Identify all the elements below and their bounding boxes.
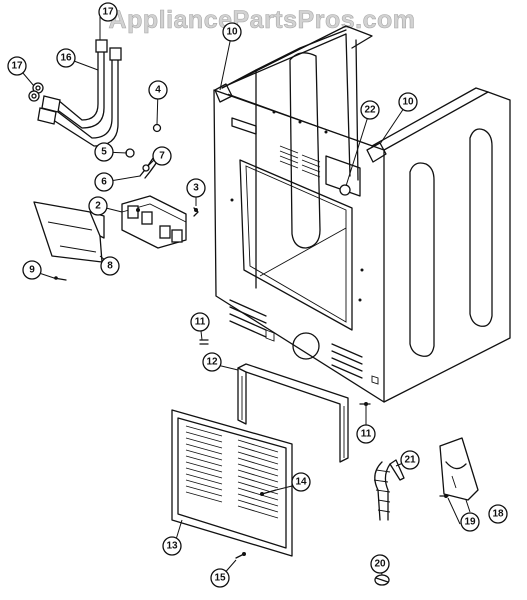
callout-label: 9 [29, 265, 35, 276]
callout-label: 15 [214, 573, 226, 584]
inlet-hoses [28, 39, 122, 147]
callout-label: 13 [166, 541, 178, 552]
access-panel [171, 409, 293, 559]
callout-10a[interactable]: 10 [222, 22, 242, 42]
callout-20[interactable]: 20 [370, 554, 390, 574]
callout-6[interactable]: 6 [94, 172, 114, 192]
callout-21[interactable]: 21 [400, 450, 420, 470]
callout-4[interactable]: 4 [148, 80, 168, 100]
water-valve [121, 195, 187, 249]
callout-2[interactable]: 2 [88, 196, 108, 216]
callout-22[interactable]: 22 [360, 100, 380, 120]
watermark-text: AppliancePartsPros.com [109, 6, 416, 34]
callout-8[interactable]: 8 [100, 256, 120, 276]
callout-13[interactable]: 13 [162, 536, 182, 556]
callout-label: 2 [95, 201, 101, 212]
callout-label: 8 [107, 261, 113, 272]
callout-19[interactable]: 19 [460, 512, 480, 532]
callout-16[interactable]: 16 [56, 48, 76, 68]
callout-label: 11 [195, 317, 206, 328]
callout-label: 22 [364, 105, 376, 116]
callout-label: 20 [374, 559, 386, 570]
callout-label: 12 [206, 357, 218, 368]
callout-label: 10 [226, 27, 238, 38]
callout-label: 19 [464, 517, 476, 528]
callout-label: 18 [492, 509, 504, 520]
callout-14[interactable]: 14 [291, 472, 311, 492]
cabinet-assembly [213, 25, 511, 403]
drain-hose [373, 459, 405, 521]
callout-18[interactable]: 18 [488, 504, 508, 524]
callout-label: 11 [361, 429, 372, 440]
callout-label: 21 [404, 455, 416, 466]
callout-label: 16 [60, 53, 72, 64]
callout-5[interactable]: 5 [94, 142, 114, 162]
callout-label: 10 [402, 97, 414, 108]
mounting-bracket [33, 201, 105, 281]
callout-label: 14 [295, 477, 307, 488]
callout-label: 17 [11, 61, 23, 72]
callout-17a[interactable]: 17 [98, 2, 118, 22]
callout-12[interactable]: 12 [202, 352, 222, 372]
callout-11a[interactable]: 11 [190, 312, 210, 332]
callout-label: 3 [193, 183, 199, 194]
drain-bracket [439, 437, 479, 501]
callout-15[interactable]: 15 [210, 568, 230, 588]
callout-label: 7 [159, 151, 165, 162]
callout-label: 5 [101, 147, 107, 158]
callout-7[interactable]: 7 [152, 146, 172, 166]
callout-10b[interactable]: 10 [398, 92, 418, 112]
callout-11b[interactable]: 11 [356, 424, 376, 444]
callout-3[interactable]: 3 [186, 178, 206, 198]
callout-9[interactable]: 9 [22, 260, 42, 280]
callout-17b[interactable]: 17 [7, 56, 27, 76]
callout-label: 4 [155, 85, 161, 96]
hose-clamp [374, 574, 390, 586]
callout-label: 17 [102, 7, 114, 18]
callout-label: 6 [101, 177, 107, 188]
front-frame [199, 339, 371, 463]
